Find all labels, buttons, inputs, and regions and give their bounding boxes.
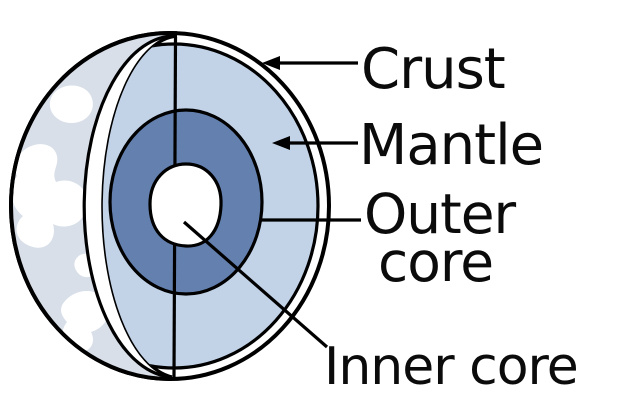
continent-blob-4 bbox=[61, 291, 109, 352]
continent-blob-2 bbox=[13, 144, 88, 248]
cut-edge-outer-line bbox=[82, 34, 178, 379]
mantle-arrowhead-icon bbox=[272, 136, 290, 150]
inner-core-label: Inner core bbox=[324, 337, 579, 397]
outer-core-label-line1: Outer bbox=[364, 182, 516, 246]
cut-face-group bbox=[102, 36, 320, 378]
crust-arrowhead-icon bbox=[262, 56, 280, 70]
mantle-label: Mantle bbox=[359, 113, 544, 178]
outer-core-label-line2: core bbox=[378, 230, 494, 294]
callouts-group bbox=[182, 56, 361, 349]
continent-blob-1 bbox=[49, 85, 93, 124]
continents-group bbox=[13, 85, 109, 352]
inner-core-leader-line bbox=[182, 220, 329, 349]
inner-core-layer bbox=[148, 162, 223, 248]
crust-label: Crust bbox=[361, 37, 506, 102]
